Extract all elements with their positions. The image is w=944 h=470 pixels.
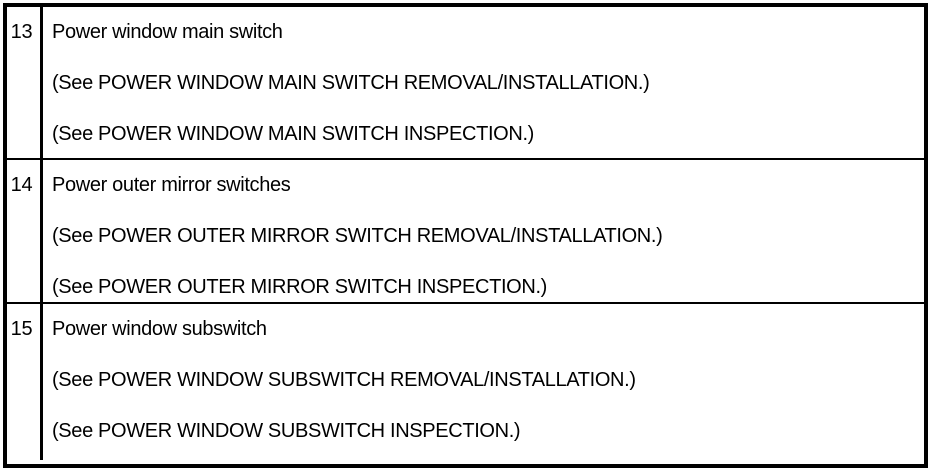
table-cell-description: Power window subswitch (See POWER WINDOW… bbox=[43, 304, 924, 460]
table-cell-item-number: 14 bbox=[7, 160, 43, 302]
reference-removal-installation: (See POWER WINDOW SUBSWITCH REMOVAL/INST… bbox=[52, 369, 636, 391]
reference-table: 13 Power window main switch (See POWER W… bbox=[3, 3, 928, 468]
reference-inspection: (See POWER OUTER MIRROR SWITCH INSPECTIO… bbox=[52, 276, 547, 298]
reference-removal-installation: (See POWER WINDOW MAIN SWITCH REMOVAL/IN… bbox=[52, 72, 650, 94]
table-row: 15 Power window subswitch (See POWER WIN… bbox=[7, 304, 924, 460]
table-cell-item-number: 15 bbox=[7, 304, 43, 460]
table-row: 13 Power window main switch (See POWER W… bbox=[7, 7, 924, 158]
table-cell-description: Power window main switch (See POWER WIND… bbox=[43, 7, 924, 158]
table-cell-description: Power outer mirror switches (See POWER O… bbox=[43, 160, 924, 302]
description-lines: Power window subswitch (See POWER WINDOW… bbox=[52, 317, 920, 443]
reference-inspection: (See POWER WINDOW SUBSWITCH INSPECTION.) bbox=[52, 420, 521, 442]
item-number: 13 bbox=[10, 21, 33, 43]
item-number: 14 bbox=[10, 174, 33, 196]
description-lines: Power outer mirror switches (See POWER O… bbox=[52, 173, 920, 299]
reference-removal-installation: (See POWER OUTER MIRROR SWITCH REMOVAL/I… bbox=[52, 225, 663, 247]
table-body: 13 Power window main switch (See POWER W… bbox=[7, 7, 924, 464]
component-title: Power window subswitch bbox=[52, 318, 267, 340]
reference-inspection: (See POWER WINDOW MAIN SWITCH INSPECTION… bbox=[52, 123, 534, 145]
table-cell-item-number: 13 bbox=[7, 7, 43, 158]
component-title: Power outer mirror switches bbox=[52, 174, 291, 196]
component-title: Power window main switch bbox=[52, 21, 283, 43]
item-number: 15 bbox=[10, 318, 33, 340]
table-row: 14 Power outer mirror switches (See POWE… bbox=[7, 158, 924, 304]
description-lines: Power window main switch (See POWER WIND… bbox=[52, 20, 920, 146]
